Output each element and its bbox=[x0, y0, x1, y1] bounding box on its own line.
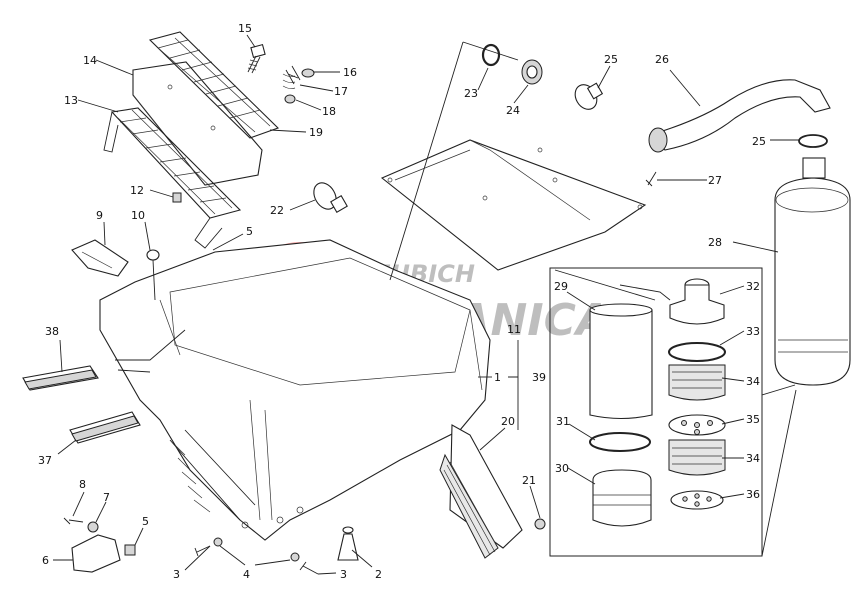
callout-6: 6 bbox=[42, 554, 49, 567]
callout-16: 16 bbox=[343, 66, 357, 79]
callout-33: 33 bbox=[746, 325, 760, 338]
part-9-bracket bbox=[71, 239, 129, 277]
callout-25-upper: 25 bbox=[604, 53, 618, 66]
callout-13: 13 bbox=[64, 94, 78, 107]
callout-34-upper: 34 bbox=[746, 375, 760, 388]
callout-22: 22 bbox=[270, 204, 284, 217]
callout-39: 39 bbox=[532, 371, 546, 384]
callout-36: 36 bbox=[746, 488, 760, 501]
callout-28: 28 bbox=[708, 236, 722, 249]
callout-3-left: 3 bbox=[173, 568, 180, 581]
callout-5-upper: 5 bbox=[246, 225, 253, 238]
part-22-grommet bbox=[313, 182, 348, 213]
callout-38: 38 bbox=[45, 325, 59, 338]
part-1-airbox bbox=[99, 239, 491, 541]
callout-10: 10 bbox=[131, 209, 145, 222]
callout-5-lower: 5 bbox=[142, 515, 149, 528]
callout-34-lower: 34 bbox=[746, 452, 760, 465]
callout-8: 8 bbox=[79, 478, 86, 491]
parts-6-8-sensor bbox=[63, 517, 136, 573]
callout-32: 32 bbox=[746, 280, 760, 293]
callout-17: 17 bbox=[334, 85, 348, 98]
callout-4: 4 bbox=[243, 568, 250, 581]
callout-labels: 14 13 15 16 17 18 19 12 9 10 5 22 38 37 … bbox=[38, 22, 766, 581]
part-13-lower-grille bbox=[103, 107, 242, 249]
callout-26: 26 bbox=[655, 53, 669, 66]
callout-21: 21 bbox=[522, 474, 536, 487]
callout-30: 30 bbox=[555, 462, 569, 475]
filter-inset-box bbox=[549, 267, 763, 557]
callout-2: 2 bbox=[375, 568, 382, 581]
callout-15: 15 bbox=[238, 22, 252, 35]
parts-3-4-bottom-fasteners bbox=[194, 526, 359, 575]
callout-9: 9 bbox=[96, 209, 103, 222]
part-21-nut bbox=[534, 518, 546, 530]
callout-23: 23 bbox=[464, 87, 478, 100]
leader-lines bbox=[53, 34, 800, 575]
callout-25-right: 25 bbox=[752, 135, 766, 148]
callout-12: 12 bbox=[130, 184, 144, 197]
part-37-strip bbox=[69, 411, 141, 444]
parts-23-27-hose bbox=[481, 43, 831, 187]
part-14-cover-plate bbox=[132, 61, 263, 186]
callout-20: 20 bbox=[501, 415, 515, 428]
callout-18: 18 bbox=[322, 105, 336, 118]
parts-15-18-fasteners bbox=[247, 43, 315, 104]
callout-7: 7 bbox=[103, 491, 110, 504]
part-28-canister bbox=[774, 134, 851, 386]
part-11-top-panel bbox=[380, 139, 647, 271]
callout-1: 1 bbox=[494, 371, 501, 384]
part-38-strip bbox=[22, 365, 99, 391]
callout-14: 14 bbox=[83, 54, 97, 67]
callout-27: 27 bbox=[708, 174, 722, 187]
callout-24: 24 bbox=[506, 104, 520, 117]
part-19-upper-grille bbox=[148, 31, 280, 139]
callout-19: 19 bbox=[309, 126, 323, 139]
callout-3-right: 3 bbox=[340, 568, 347, 581]
callout-35: 35 bbox=[746, 413, 760, 426]
part-20-side-filter bbox=[439, 424, 523, 559]
callout-31: 31 bbox=[556, 415, 570, 428]
callout-29: 29 bbox=[554, 280, 568, 293]
part-10-pin bbox=[146, 249, 160, 301]
part-12-clip bbox=[172, 192, 182, 203]
callout-11: 11 bbox=[507, 323, 521, 336]
callout-37: 37 bbox=[38, 454, 52, 467]
